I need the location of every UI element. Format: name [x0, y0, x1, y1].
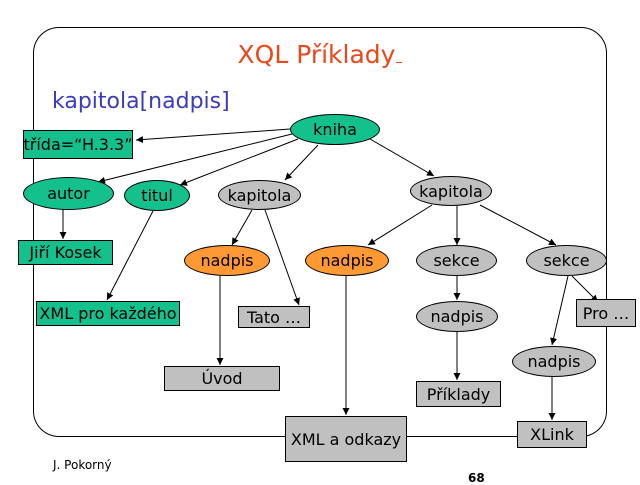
node-sekce-2: sekce [526, 245, 607, 276]
node-kapitola-1: kapitola [218, 180, 301, 210]
node-xml-pro-kazdeho: XML pro každého [36, 301, 180, 326]
edge-kniha-trida [135, 128, 291, 143]
query-expression: kapitola[nadpis] [52, 89, 230, 114]
node-tato: Tato … [238, 306, 310, 328]
node-xml-a-odkazy: XML a odkazy [285, 416, 407, 462]
node-jiri-kosek: Jiří Kosek [18, 240, 113, 265]
node-xlink: XLink [517, 421, 587, 448]
node-priklady: Příklady [416, 381, 501, 407]
node-uvod: Úvod [164, 366, 280, 391]
edge-kapitola1-nadpis1 [231, 209, 253, 246]
node-kniha: kniha [290, 114, 380, 145]
node-titul: titul [124, 180, 190, 211]
node-autor: autor [23, 177, 114, 210]
edge-kniha-kapitola2 [369, 138, 435, 177]
node-nadpis-1: nadpis [184, 245, 270, 276]
node-nadpis-2: nadpis [305, 245, 389, 276]
node-pro: Pro … [576, 299, 636, 327]
slide-title: XQL Příklady [0, 38, 640, 70]
edge-kniha-kapitola1 [284, 144, 319, 181]
edge-kniha-autor [97, 133, 293, 184]
title-text: XQL Příklady [237, 40, 396, 69]
footer-author: J. Pokorný [53, 458, 112, 472]
edge-sekce2-nadpis4 [550, 275, 569, 346]
node-trida: třída=“H.3.3” [23, 130, 133, 159]
node-nadpis-4: nadpis [512, 346, 596, 377]
edge-kapitola2-nadpis2 [367, 204, 433, 246]
edge-kapitola1-tato [264, 209, 300, 306]
title-underscore [396, 38, 403, 63]
edge-sekce2-pro [571, 275, 599, 303]
edge-kniha-titul [179, 138, 299, 186]
edge-titul-xmlpro [106, 210, 154, 301]
node-nadpis-3: nadpis [416, 301, 498, 332]
node-sekce-1: sekce [416, 245, 497, 276]
edge-kapitola2-sekce2 [479, 204, 557, 246]
page-number: 68 [468, 471, 485, 485]
node-kapitola-2: kapitola [410, 176, 492, 206]
